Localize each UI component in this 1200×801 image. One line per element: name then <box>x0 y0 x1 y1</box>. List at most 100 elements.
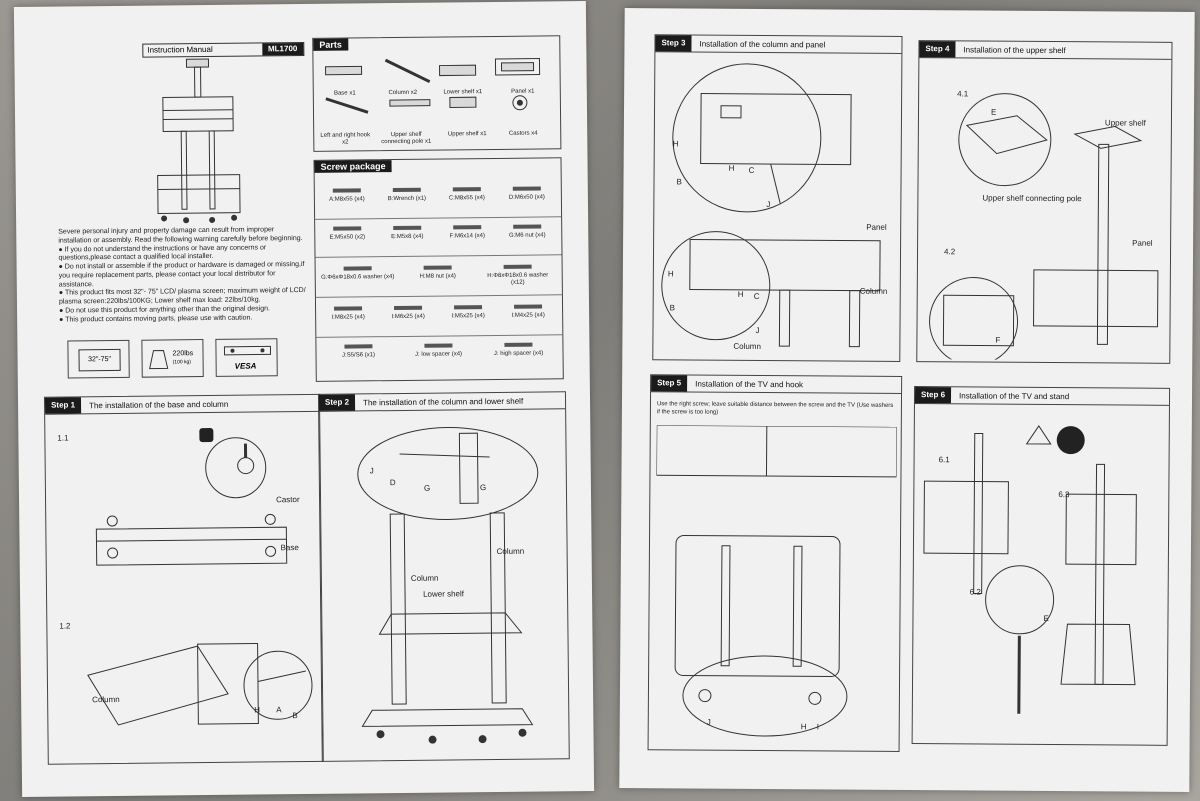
step3-label: B <box>669 303 676 313</box>
step4-label: E <box>990 107 997 117</box>
step4-header: Step 4 Installation of the upper shelf <box>919 41 1172 60</box>
screw-icon <box>343 266 372 271</box>
step6-label: 6.2 <box>969 587 981 597</box>
part-label: Base x1 <box>333 90 356 97</box>
step1-panel: Step 1 The installation of the base and … <box>43 393 324 765</box>
step5-header: Step 5 Installation of the TV and hook <box>651 375 902 394</box>
screw-icon <box>423 265 452 270</box>
screw-label: J: low spacer (x4) <box>414 351 463 358</box>
step3-label: J <box>755 325 760 335</box>
warning-text: Severe personal injury and property dama… <box>58 226 309 325</box>
screw-label: I:M6x25 (x4) <box>391 313 425 321</box>
step3-label: H <box>737 289 744 299</box>
screen-size-icon: 32"-75" <box>67 339 130 379</box>
vesa-icon: VESA <box>215 338 278 377</box>
screw-row-divider <box>315 216 562 220</box>
step1-label: H <box>254 705 261 715</box>
screw-label: J: high spacer (x4) <box>493 350 544 358</box>
step3-label: C <box>748 165 755 175</box>
step6-header: Step 6 Installation of the TV and stand <box>914 387 1170 406</box>
step4-diagram <box>929 93 1159 361</box>
screw-label: E:M5x8 (x4) <box>391 233 424 241</box>
weight-label: 220lbs <box>172 350 194 358</box>
step3-label: Column <box>733 341 761 351</box>
step5-label: I <box>816 722 819 732</box>
weight-kg-label: (100 kg) <box>172 359 191 366</box>
step1-label: Column <box>92 694 120 705</box>
step3-panel: Step 3 Installation of the column and pa… <box>652 34 903 362</box>
step2-label: G <box>423 483 431 493</box>
screw-label: G:M6 nut (x4) <box>508 232 546 239</box>
step6-label: 6.3 <box>1058 490 1070 500</box>
step3-label: H <box>672 139 679 149</box>
step4-panel: Step 4 Installation of the upper shelf 4… <box>916 40 1173 364</box>
screw-label: J:S5/S6 (x1) <box>342 352 376 359</box>
step2-tag: Step 2 <box>318 394 356 411</box>
screw-label: I:M8x25 (x4) <box>331 314 365 321</box>
step2-label: Lower shelf <box>423 589 465 599</box>
step6-label: 6.1 <box>938 455 950 465</box>
step3-header: Step 3 Installation of the column and pa… <box>655 35 902 54</box>
step1-title: The installation of the base and column <box>89 399 229 410</box>
warning-intro: Severe personal injury and property dama… <box>58 226 303 245</box>
screw-icon <box>504 342 533 347</box>
step1-header: Step 1 The installation of the base and … <box>44 394 320 415</box>
step3-label: Column <box>859 286 888 296</box>
step2-label: G <box>479 483 487 493</box>
step3-label: C <box>753 291 760 301</box>
part-label: Upper shelf connecting pole x1 <box>381 131 432 146</box>
part-label: Column x2 <box>388 89 418 97</box>
screw-icon <box>514 304 543 309</box>
step2-header: Step 2 The installation of the column an… <box>318 392 566 412</box>
screw-icon <box>453 225 482 230</box>
screw-label: E:M5x50 (x2) <box>329 234 366 241</box>
step2-label: Column <box>410 573 439 583</box>
screw-label: H:Φ8xΦ18x0.6 washer (x12) <box>487 272 549 287</box>
screw-label: B:Wrench (x1) <box>387 195 427 203</box>
screw-icon <box>454 305 483 310</box>
step2-panel: Step 2 The installation of the column an… <box>317 391 570 762</box>
step6-label: E <box>1043 613 1049 623</box>
screw-package-title: Screw package <box>314 160 392 173</box>
screw-row-divider <box>315 254 562 258</box>
step5-label: J <box>706 717 711 727</box>
screw-icon <box>513 224 542 229</box>
part-label: Castors x4 <box>508 130 538 137</box>
step2-diagram <box>357 426 539 744</box>
step5-label: H <box>800 722 807 732</box>
step3-label: B <box>676 177 682 187</box>
step1-tag: Step 1 <box>44 397 82 414</box>
step1-label: Castor <box>276 495 300 505</box>
part-label: Lower shelf x1 <box>443 89 483 96</box>
step3-tag: Step 3 <box>655 35 692 52</box>
screw-label: G:Φ6xΦ18x0.6 washer (x4) <box>321 274 395 281</box>
step1-label: Base <box>280 543 299 553</box>
part-label: Panel x1 <box>511 88 535 95</box>
step6-title: Installation of the TV and stand <box>959 390 1070 401</box>
step3-diagram <box>661 63 881 348</box>
step4-label: F <box>995 335 1001 345</box>
screw-icon <box>424 343 453 348</box>
screw-label: I:M5x25 (x4) <box>451 313 485 320</box>
step1-sub1: 1.1 <box>57 433 69 443</box>
step3-label: H <box>728 163 735 173</box>
step4-title: Installation of the upper shelf <box>963 44 1066 55</box>
screw-label: F:M6x14 (x4) <box>449 233 486 240</box>
manual-page-left: Instruction Manual ML1700 Severe persona… <box>13 1 595 797</box>
step5-diagram <box>655 425 897 737</box>
step2-label: D <box>389 478 396 488</box>
screw-icon <box>512 186 541 191</box>
step4-label: 4.1 <box>957 89 969 99</box>
screw-icon <box>334 306 363 311</box>
step3-title: Installation of the column and panel <box>699 39 826 49</box>
weight-icon: 220lbs (100 kg) <box>141 339 204 378</box>
step2-label: J <box>369 466 374 476</box>
step1-label: B <box>292 711 298 721</box>
screw-icon <box>344 344 373 349</box>
screw-label: D:M6x50 (x4) <box>508 194 545 201</box>
step6-panel: Step 6 Installation of the TV and stand … <box>911 386 1171 746</box>
warning-bullet: ● Do not install or assemble if the prod… <box>58 260 305 289</box>
screw-icon <box>394 305 423 311</box>
step4-label: 4.2 <box>944 247 956 257</box>
part-label: Upper shelf x1 <box>447 131 487 138</box>
